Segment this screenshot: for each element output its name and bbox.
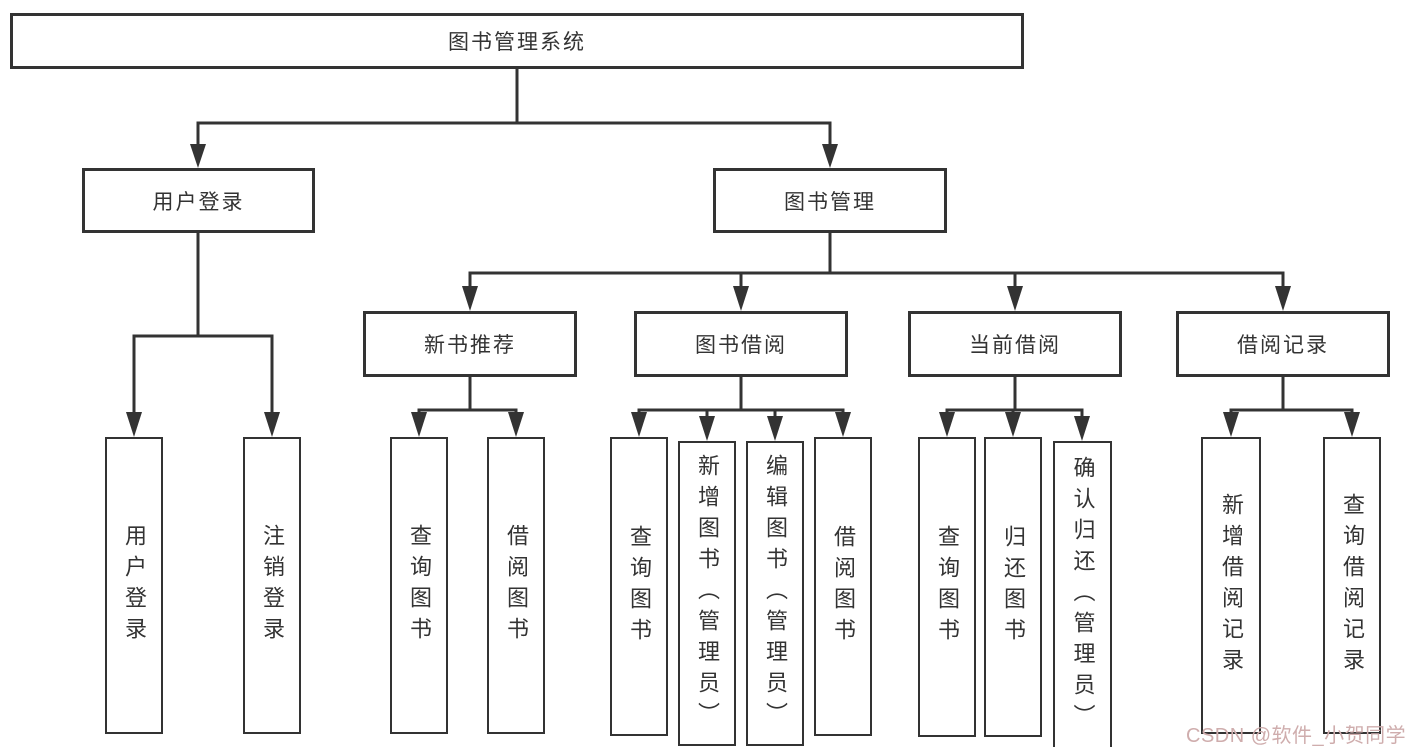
leaf-newbooks-borrow-label: 借阅图书: [504, 523, 529, 648]
leaf-current-confirm-admin: 确认归还（管理员）: [1053, 441, 1112, 747]
leaf-borrow-edit-admin: 编辑图书（管理员）: [746, 441, 804, 746]
leaf-logout: 注销登录: [243, 437, 301, 734]
node-root: 图书管理系统: [10, 13, 1024, 69]
leaf-records-query-label: 查询借阅记录: [1340, 492, 1365, 679]
leaf-records-query: 查询借阅记录: [1323, 437, 1381, 734]
leaf-user-login: 用户登录: [105, 437, 163, 734]
leaf-borrow-query: 查询图书: [610, 437, 668, 736]
node-user-login: 用户登录: [82, 168, 315, 233]
arrowheads: [126, 144, 1360, 441]
node-current-borrowing: 当前借阅: [908, 311, 1122, 377]
leaf-user-login-label: 用户登录: [122, 523, 147, 648]
node-user-login-label: 用户登录: [152, 190, 245, 214]
node-borrow-records: 借阅记录: [1176, 311, 1390, 377]
leaf-borrow-edit-admin-label: 编辑图书（管理员）: [763, 454, 788, 733]
node-root-label: 图书管理系统: [448, 31, 586, 54]
leaf-newbooks-borrow: 借阅图书: [487, 437, 545, 734]
node-new-book-recommend: 新书推荐: [363, 311, 577, 377]
leaf-borrow-query-label: 查询图书: [627, 524, 652, 649]
leaf-borrow-add-admin-label: 新增图书（管理员）: [695, 454, 720, 733]
leaf-current-confirm-admin-label: 确认归还（管理员）: [1070, 455, 1096, 735]
leaf-records-add: 新增借阅记录: [1201, 437, 1261, 734]
leaf-current-query: 查询图书: [918, 437, 976, 737]
leaf-newbooks-query: 查询图书: [390, 437, 448, 734]
csdn-watermark: CSDN @软件_小贺同学: [1186, 725, 1405, 747]
node-borrow-records-label: 借阅记录: [1237, 334, 1329, 357]
leaf-newbooks-query-label: 查询图书: [407, 523, 432, 648]
node-book-borrowing-label: 图书借阅: [695, 334, 787, 357]
node-book-management: 图书管理: [713, 168, 947, 233]
leaf-logout-label: 注销登录: [260, 523, 285, 648]
node-book-management-label: 图书管理: [784, 190, 876, 214]
node-book-borrowing: 图书借阅: [634, 311, 848, 377]
leaf-records-add-label: 新增借阅记录: [1219, 492, 1244, 679]
leaf-borrow-borrow-label: 借阅图书: [831, 524, 856, 649]
leaf-borrow-borrow: 借阅图书: [814, 437, 872, 736]
leaf-current-return: 归还图书: [984, 437, 1042, 737]
leaf-borrow-add-admin: 新增图书（管理员）: [678, 441, 736, 746]
leaf-current-query-label: 查询图书: [935, 525, 960, 649]
node-new-book-recommend-label: 新书推荐: [424, 334, 516, 357]
tree-edges: [132, 67, 1354, 420]
node-current-borrowing-label: 当前借阅: [969, 334, 1061, 357]
leaf-current-return-label: 归还图书: [1001, 525, 1026, 649]
